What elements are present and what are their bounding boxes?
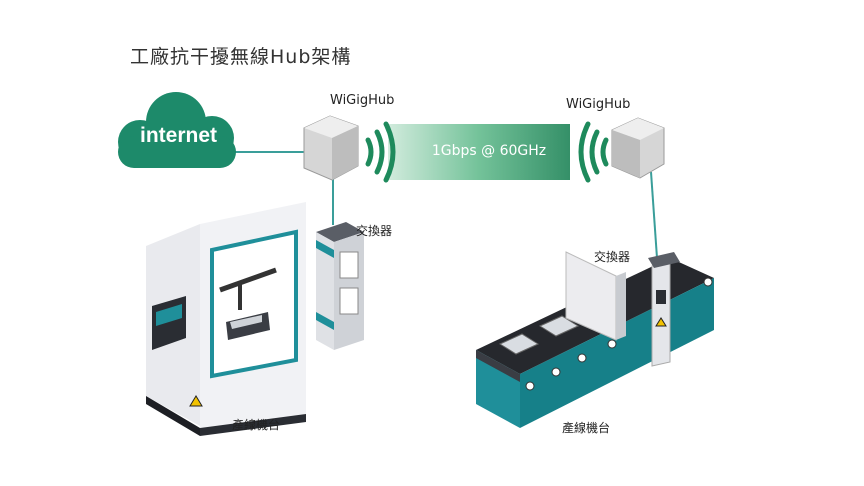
connection-lines: [235, 151, 658, 259]
machine-label-left: 產線機台: [232, 418, 281, 432]
diagram-title: 工廠抗干擾無線Hub架構: [130, 46, 352, 68]
cloud-icon: [118, 92, 236, 168]
hub-label-left: WiGigHub: [330, 93, 395, 108]
warning-icon: [655, 317, 667, 327]
warning-icon: [189, 395, 203, 407]
wireless-link: [388, 124, 570, 180]
machine-label-right: 產線機台: [562, 421, 611, 435]
hub-to-switch-line-right: [650, 171, 658, 259]
wireless-signal-icon: [365, 121, 396, 183]
wireless-signal-icon: [578, 121, 609, 183]
wigighub-device-right: [611, 117, 665, 179]
hub-label-right: WiGigHub: [566, 97, 631, 112]
production-machine-left: [146, 202, 306, 436]
wigighub-device-left: [303, 115, 359, 181]
switch-label-right: 交換器: [594, 250, 631, 264]
conveyor-machine-right: [476, 251, 714, 428]
link-label: 1Gbps @ 60GHz: [431, 143, 547, 159]
switch-label-left: 交換器: [356, 224, 393, 238]
switch-cabinet-left: [316, 222, 364, 350]
cloud-label: internet: [140, 124, 218, 147]
